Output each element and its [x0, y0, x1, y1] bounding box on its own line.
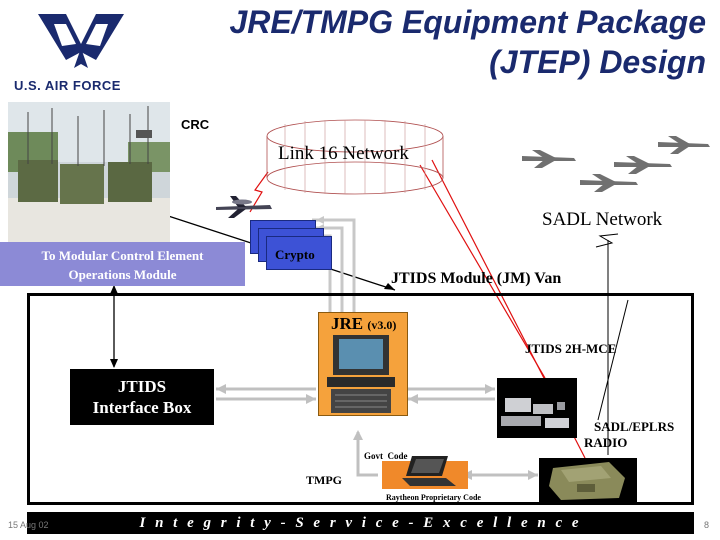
interface-line-2: Interface Box: [92, 398, 192, 417]
laptop-icon: [402, 456, 456, 486]
jre-rack-icon: [327, 335, 395, 413]
jre-label: JRE (v3.0): [331, 314, 396, 334]
link16-label: Link 16 Network: [278, 143, 409, 164]
jtids-interface-box: JTIDS Interface Box: [70, 369, 214, 425]
footer-date: 15 Aug 02: [8, 520, 49, 530]
page-number: 8: [704, 520, 710, 530]
usaf-wings-icon: [38, 14, 124, 68]
footer-motto: I n t e g r i t y - S e r v i c e - E x …: [27, 512, 694, 534]
jre-panel: [318, 312, 408, 416]
crc-label: CRC: [181, 117, 210, 132]
crc-site-photo: [8, 102, 170, 242]
sadl-eplrs-radio: [539, 458, 637, 504]
red-link-2h-mce: [419, 164, 546, 379]
mce-line-1: To Modular Control Element: [41, 248, 204, 263]
tmpg-label: TMPG: [306, 473, 342, 487]
van-label: JTIDS Module (JM) Van: [391, 270, 562, 287]
jm-van-frame: [27, 293, 694, 505]
govt-code-label: Govt Code: [364, 451, 408, 461]
jtids-2h-mce-label: JTIDS 2H-MCE: [525, 341, 617, 356]
crypto-label: Crypto: [275, 247, 315, 262]
jre-name: JRE: [331, 314, 364, 333]
sadl-network-label: SADL Network: [542, 209, 663, 230]
page-title: JRE/TMPG Equipment Package (JTEP) Design: [146, 2, 706, 82]
jtids-2h-mce-equipment: [497, 378, 577, 438]
raytheon-code-label: Raytheon Proprietary Code: [386, 493, 481, 502]
usaf-logo-text: U.S. AIR FORCE: [14, 78, 121, 93]
jre-version: (v3.0): [367, 318, 397, 332]
title-line-2: (JTEP) Design: [489, 44, 706, 80]
sadl-radio-label: SADL/EPLRS RADIO: [584, 419, 674, 451]
fighter-jets-icon: [522, 136, 710, 192]
mce-operations-module-box: To Modular Control Element Operations Mo…: [0, 242, 245, 286]
crypto-unit-front: [266, 236, 332, 270]
interface-line-1: JTIDS: [117, 377, 167, 396]
mce-line-2: Operations Module: [68, 267, 177, 282]
link16-network-icon: [266, 119, 444, 195]
aircraft-icon: [216, 196, 272, 218]
sadl-radio-line-2: RADIO: [584, 435, 628, 450]
usaf-logo: [36, 4, 126, 76]
sadl-radio-line-1: SADL/EPLRS: [594, 419, 675, 434]
title-line-1: JRE/TMPG Equipment Package: [229, 4, 706, 40]
red-link-aircraft: [249, 171, 269, 213]
